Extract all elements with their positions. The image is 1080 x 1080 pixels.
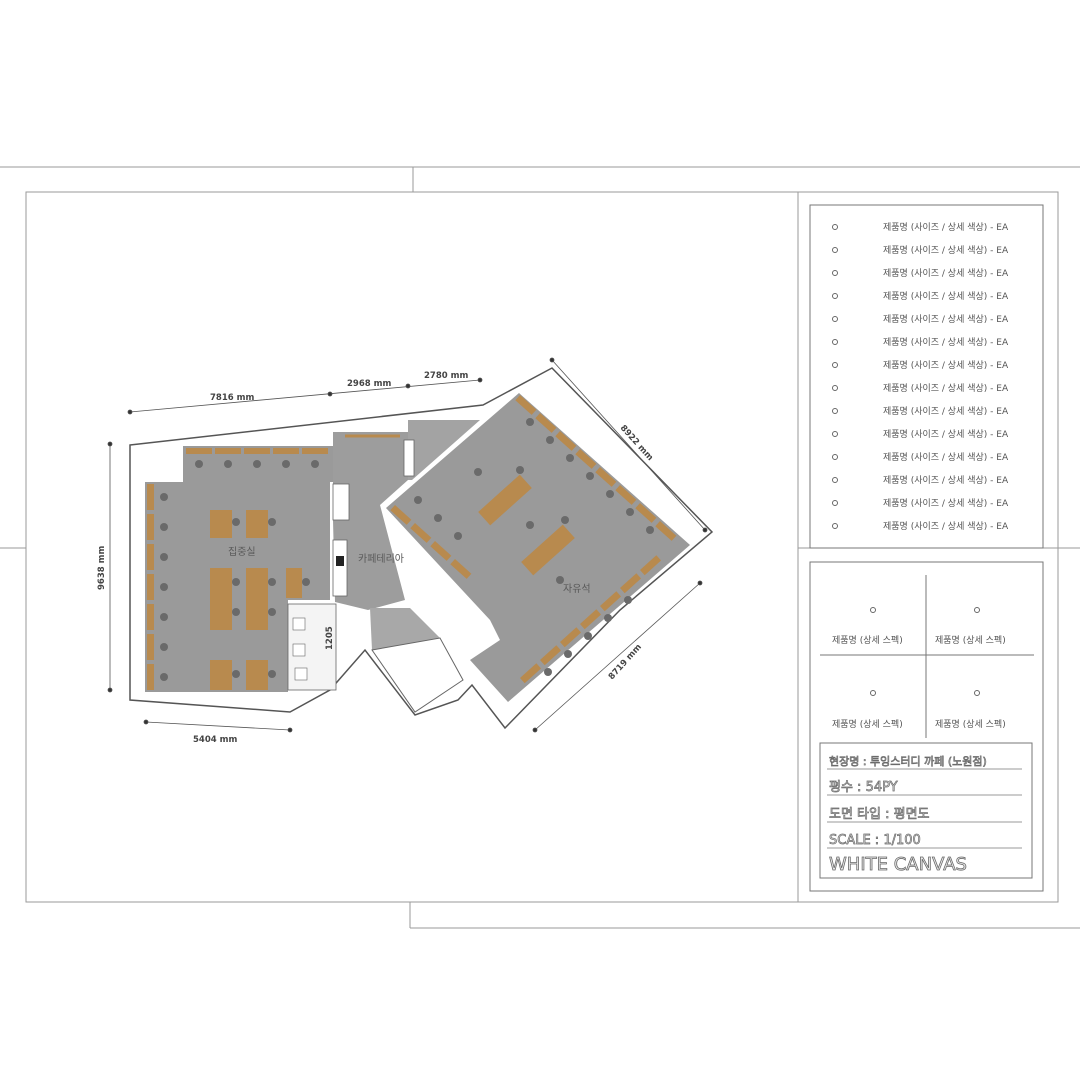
lower-void — [371, 637, 464, 713]
legend-item: 제품명 (사이즈 / 상세 색상) - EA — [883, 406, 1009, 417]
left-room-floor — [145, 482, 330, 692]
dim-top-b: 2968 mm — [347, 379, 391, 389]
dimension-lines — [107, 357, 708, 733]
spec-cells: 제품명 (상세 스펙) 제품명 (상세 스펙) 제품명 (상세 스펙) 제품명 … — [832, 607, 1006, 730]
left-booths — [147, 484, 168, 690]
cafe-corner-floor — [408, 420, 480, 480]
legend-item: 제품명 (사이즈 / 상세 색상) - EA — [883, 521, 1009, 532]
room-label-center: 카페테리아 — [358, 553, 404, 565]
center-desks — [210, 510, 302, 690]
storage-room — [370, 608, 440, 650]
right-center-tables — [478, 474, 575, 576]
dim-top-c: 2780 mm — [424, 371, 468, 381]
title-block-rules — [827, 768, 1022, 849]
spec-label: 제품명 (상세 스펙) — [935, 719, 1006, 730]
room-label-left: 집중실 — [228, 546, 256, 558]
top-booths — [186, 448, 328, 468]
spec-label: 제품명 (상세 스펙) — [832, 719, 903, 730]
right-perimeter-booths — [390, 395, 677, 684]
cafe-floor — [333, 432, 408, 610]
legend-item: 제품명 (사이즈 / 상세 색상) - EA — [883, 245, 1009, 256]
legend-panel — [809, 204, 1044, 549]
legend-item: 제품명 (사이즈 / 상세 색상) - EA — [883, 268, 1009, 279]
dim-top-a: 7816 mm — [210, 393, 254, 403]
cafe-counter — [332, 483, 350, 521]
legend-item: 제품명 (사이즈 / 상세 색상) - EA — [883, 429, 1009, 440]
spec-label: 제품명 (상세 스펙) — [935, 635, 1006, 646]
dim-small: 1205 — [325, 626, 335, 650]
dim-right-bottom: 8719 mm — [607, 642, 644, 682]
dim-bottom: 5404 mm — [193, 735, 237, 745]
legend-item: 제품명 (사이즈 / 상세 색상) - EA — [883, 314, 1009, 325]
title-block — [819, 742, 1033, 879]
spec-label: 제품명 (상세 스펙) — [832, 635, 903, 646]
drawing-scale: SCALE : 1/100 — [829, 833, 921, 848]
floor-area: 평수 : 54PY — [829, 780, 898, 795]
spec-grid — [820, 575, 1034, 738]
legend-item: 제품명 (사이즈 / 상세 색상) - EA — [883, 383, 1009, 394]
brand-name: WHITE CANVAS — [829, 854, 967, 875]
dim-left: 9638 mm — [97, 546, 107, 590]
legend-item: 제품명 (사이즈 / 상세 색상) - EA — [883, 337, 1009, 348]
drawing-type: 도면 타입 : 평면도 — [829, 807, 930, 822]
floor-plan: 집중실 카페테리아 자유석 7816 mm 2968 mm 2780 mm 96… — [97, 357, 714, 745]
room-label-right: 자유석 — [563, 583, 591, 595]
legend-item: 제품명 (사이즈 / 상세 색상) - EA — [883, 452, 1009, 463]
legend-item: 제품명 (사이즈 / 상세 색상) - EA — [883, 360, 1009, 371]
sheet-frame — [0, 166, 1080, 929]
site-name: 현장명 : 투잉스터디 까페 (노원점) — [829, 755, 987, 768]
legend-item: 제품명 (사이즈 / 상세 색상) - EA — [883, 222, 1009, 233]
legend-item: 제품명 (사이즈 / 상세 색상) - EA — [883, 291, 1009, 302]
legend-item: 제품명 (사이즈 / 상세 색상) - EA — [883, 498, 1009, 509]
legend-item: 제품명 (사이즈 / 상세 색상) - EA — [883, 475, 1009, 486]
legend-list: 제품명 (사이즈 / 상세 색상) - EA 제품명 (사이즈 / 상세 색상)… — [832, 222, 1009, 532]
